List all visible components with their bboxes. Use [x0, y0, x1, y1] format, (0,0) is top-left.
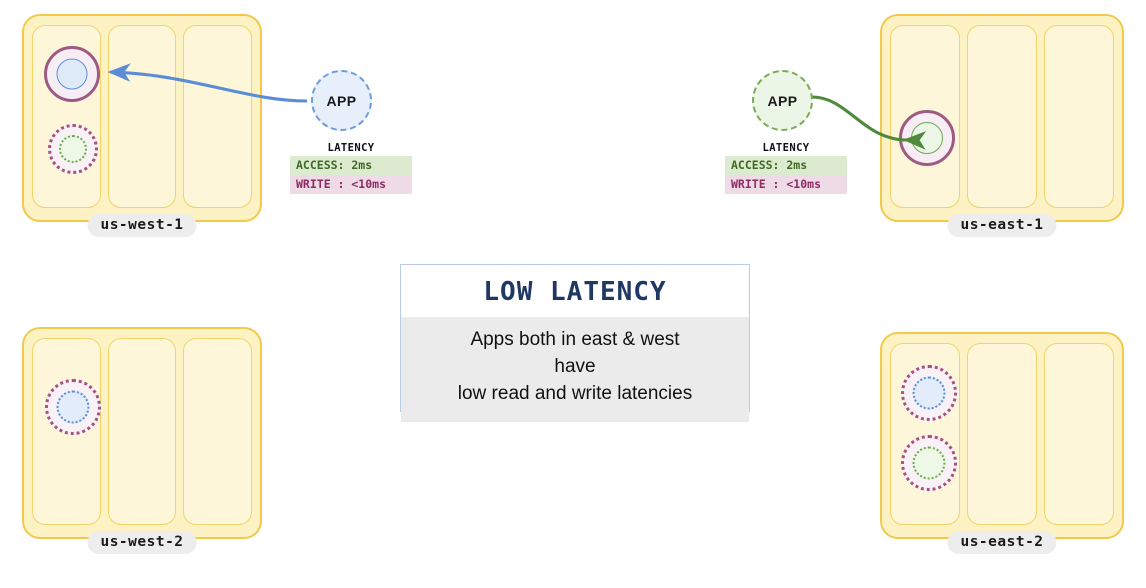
- info-line-1: Apps both in east & west: [470, 329, 680, 350]
- arrow-app-west-to-replica: [107, 63, 308, 103]
- replica-inner-circle: [59, 135, 87, 163]
- region-us-west-1[interactable]: us-west-1: [22, 14, 262, 237]
- secondary-replica-node-blue[interactable]: [901, 365, 957, 421]
- region-column: [107, 25, 177, 208]
- latency-block-west: LATENCY ACCESS: 2ms WRITE : <10ms: [290, 142, 412, 194]
- region-column: [183, 25, 253, 208]
- region-column: [1044, 343, 1114, 525]
- info-panel-title: LOW LATENCY: [401, 265, 749, 317]
- replica-inner-circle: [912, 446, 946, 480]
- info-panel-body: Apps both in east & west have low read a…: [401, 317, 749, 422]
- secondary-replica-node[interactable]: [45, 379, 101, 435]
- region-column: [1044, 25, 1114, 208]
- region-column: [183, 338, 253, 525]
- info-panel: LOW LATENCY Apps both in east & west hav…: [400, 264, 750, 422]
- region-columns: [890, 25, 1114, 208]
- region-columns: [32, 338, 253, 525]
- info-line-2: have: [554, 355, 596, 377]
- secondary-replica-node[interactable]: [48, 124, 98, 174]
- region-column: [107, 338, 177, 525]
- app-label: APP: [767, 92, 798, 109]
- replica-inner-circle: [56, 390, 90, 424]
- primary-replica-node[interactable]: [44, 46, 100, 102]
- region-label-us-east-1: us-east-1: [947, 214, 1057, 237]
- region-label-us-west-1: us-west-1: [87, 214, 197, 237]
- latency-title: LATENCY: [762, 142, 810, 154]
- replica-inner-circle: [56, 58, 88, 90]
- region-us-west-2[interactable]: us-west-2: [22, 327, 262, 554]
- latency-access-row: ACCESS: 2ms: [290, 156, 412, 175]
- region-column: [967, 25, 1037, 208]
- latency-write-row: WRITE : <10ms: [290, 175, 412, 194]
- latency-title: LATENCY: [327, 142, 375, 154]
- region-label-us-east-2: us-east-2: [947, 531, 1057, 554]
- app-node-west[interactable]: APP: [311, 70, 372, 131]
- latency-write-row: WRITE : <10ms: [725, 175, 847, 194]
- secondary-replica-node-green[interactable]: [901, 435, 957, 491]
- replica-inner-circle: [912, 376, 946, 410]
- latency-access-row: ACCESS: 2ms: [725, 156, 847, 175]
- region-us-east-1[interactable]: us-east-1: [880, 14, 1124, 237]
- latency-block-east: LATENCY ACCESS: 2ms WRITE : <10ms: [725, 142, 847, 194]
- info-line-3: low read and write latencies: [457, 382, 693, 404]
- region-label-us-west-2: us-west-2: [87, 531, 197, 554]
- app-label: APP: [326, 92, 357, 109]
- arrow-app-east-to-replica: [811, 95, 927, 150]
- region-column: [967, 343, 1037, 525]
- app-node-east[interactable]: APP: [752, 70, 813, 131]
- region-us-east-2[interactable]: us-east-2: [880, 332, 1124, 554]
